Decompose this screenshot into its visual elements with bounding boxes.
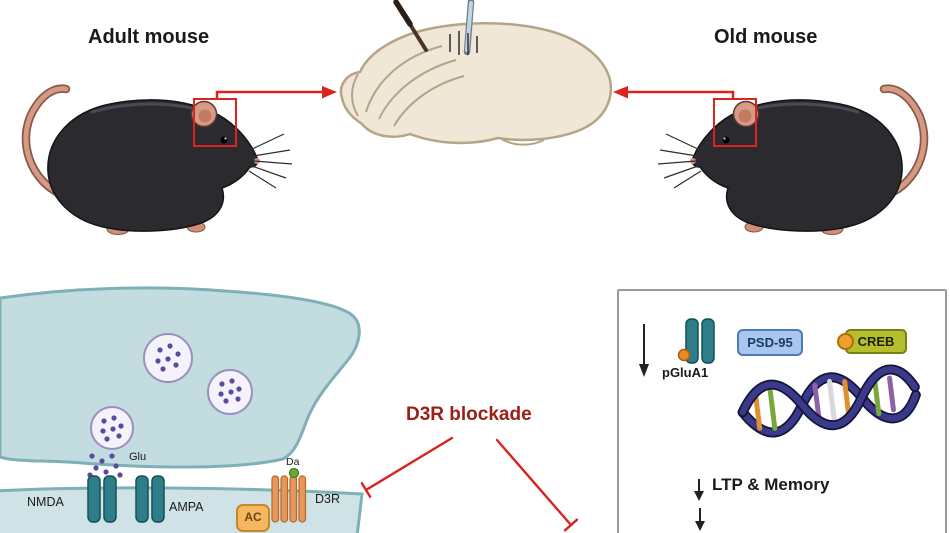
dopamine-dot-icon: [288, 467, 300, 479]
creb-badge: CREB: [845, 329, 907, 354]
synaptic-vesicles: [87, 333, 253, 478]
head-highlight-box: [193, 98, 237, 147]
arrowhead: [322, 86, 337, 99]
psd95-badge: PSD-95: [737, 329, 803, 356]
d3r-label: D3R: [315, 492, 341, 506]
adult-mouse-label: Adult mouse: [88, 26, 210, 48]
inhibition-line-down-right: [495, 438, 573, 527]
old-mouse-illustration: [613, 86, 924, 235]
mouse-eye: [220, 136, 228, 144]
glutamate-label: Glu: [129, 451, 147, 463]
adult-mouse-illustration: [21, 84, 337, 235]
ltp-memory-label: LTP & Memory: [712, 475, 830, 494]
ampa-label: AMPA: [169, 500, 204, 514]
pglua1-receptor-icon: [677, 318, 715, 364]
creb-phospho-dot-icon: [837, 333, 854, 350]
mouse-body: [47, 99, 259, 232]
inhibition-line-to-d3r: [364, 436, 454, 492]
inhibition-t-bar: [563, 518, 579, 532]
electrode-ticks: [449, 31, 478, 55]
mouse-to-brain-arrow: [215, 90, 322, 99]
pglua1-label: pGluA1: [662, 365, 709, 380]
synapse-illustration: [0, 286, 364, 533]
nmda-label: NMDA: [27, 495, 64, 509]
glutamate-dots: [87, 343, 242, 478]
adenylyl-cyclase-icon: [236, 504, 270, 532]
brain-illustration: [339, 0, 613, 146]
brain-striations: [351, 45, 545, 146]
d3r-blockade-label: D3R blockade: [406, 404, 532, 425]
nmda-receptor-icon: [87, 475, 117, 523]
old-mouse-label: Old mouse: [714, 26, 818, 48]
adenylyl-cyclase-label: AC: [244, 510, 262, 524]
ampa-receptor-icon: [135, 475, 165, 523]
dna-helix-icon: [737, 364, 921, 438]
blockade-inhibition-lines: [360, 436, 579, 532]
inhibition-t-bar: [360, 482, 372, 498]
brain-outline: [339, 22, 613, 145]
d3r-receptor-icon: [271, 467, 307, 523]
mouse-whiskers: [248, 133, 293, 189]
dopamine-label: Da: [286, 456, 300, 468]
panel-artwork: [639, 318, 921, 531]
phosphate-dot-icon: [677, 348, 691, 362]
